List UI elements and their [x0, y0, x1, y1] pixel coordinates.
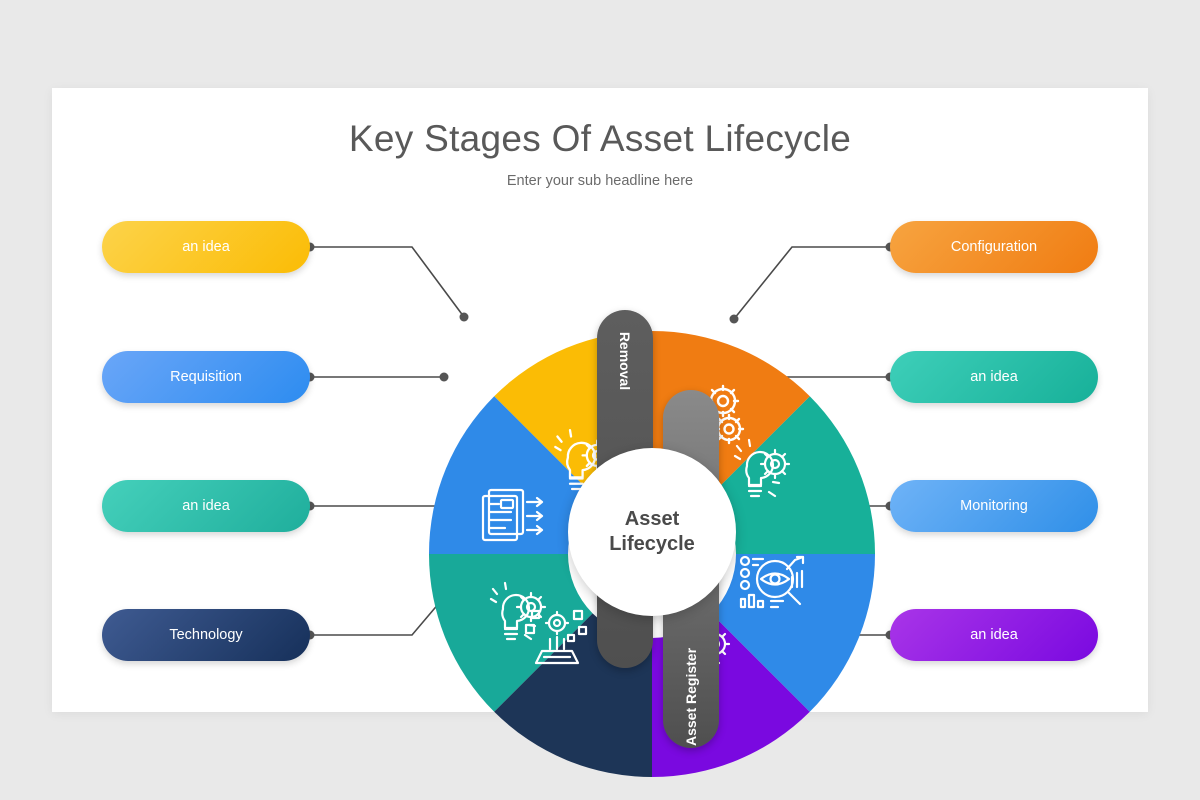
center-hub-line2: Lifecycle	[609, 533, 695, 555]
label-right-3-text: Monitoring	[960, 498, 1028, 514]
label-left-2-text: Requisition	[170, 369, 242, 385]
label-left-1[interactable]: an idea	[102, 221, 310, 273]
connector-dot-wedge-1	[459, 312, 469, 322]
label-left-1-text: an idea	[182, 239, 230, 255]
connector-left-1	[310, 246, 465, 318]
connector-dot-wedge-2	[439, 372, 449, 382]
label-left-4-text: Technology	[169, 627, 243, 643]
label-left-3[interactable]: an idea	[102, 480, 310, 532]
label-right-1[interactable]: Configuration	[890, 221, 1098, 273]
center-hub-line1: Asset	[624, 508, 680, 530]
label-right-4[interactable]: an idea	[890, 609, 1098, 661]
label-right-2[interactable]: an idea	[890, 351, 1098, 403]
vertical-pill-removal-label: Removal	[617, 331, 633, 391]
slide-card: Key Stages Of Asset Lifecycle Enter your…	[52, 88, 1148, 778]
connector-right-1	[733, 246, 890, 320]
label-right-1-text: Configuration	[950, 239, 1038, 255]
label-right-4-text: an idea	[970, 627, 1018, 643]
center-hub: Asset Lifecycle	[568, 448, 736, 616]
label-left-3-text: an idea	[182, 498, 230, 514]
label-right-3[interactable]: Monitoring	[890, 480, 1098, 532]
page-title: Key Stages Of Asset Lifecycle	[348, 118, 852, 159]
page-subtitle: Enter your sub headline here	[506, 173, 694, 189]
connector-dot-wedge-5	[729, 314, 739, 324]
label-left-2[interactable]: Requisition	[102, 351, 310, 403]
label-left-4[interactable]: Technology	[102, 609, 310, 661]
vertical-pill-asset-register-label: Asset Register	[683, 647, 699, 747]
label-right-2-text: an idea	[970, 369, 1018, 385]
